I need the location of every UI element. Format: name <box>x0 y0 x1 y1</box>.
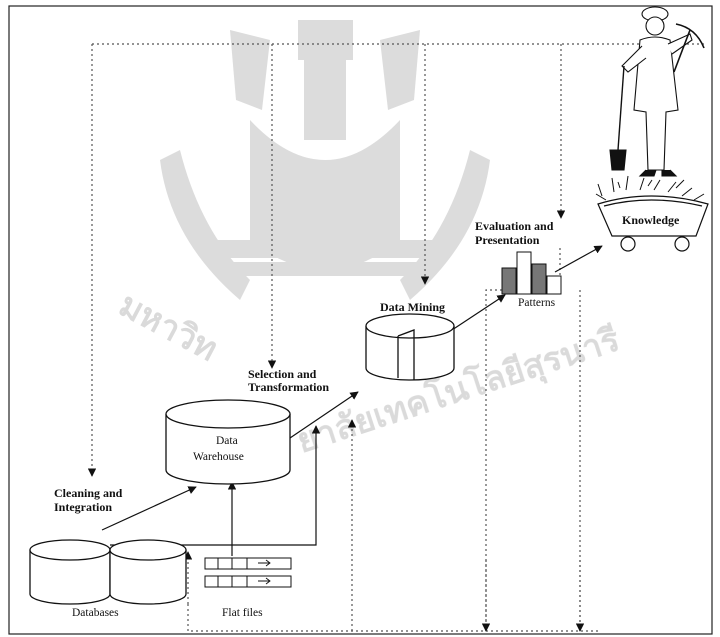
cleaning-label-line1: Cleaning and <box>54 486 123 500</box>
warehouse-label-line2: Warehouse <box>193 451 244 463</box>
knowledge-label: Knowledge <box>622 213 680 227</box>
evaluation-label-line2: Presentation <box>475 233 540 247</box>
patterns-icon <box>501 251 562 295</box>
watermark-text-right: ยาลัยเทคโนโลยีสุรนารี <box>292 318 626 462</box>
watermark-text-left: มหาวิท <box>112 285 224 370</box>
warehouse-label-line1: Data <box>216 435 238 447</box>
watermark-seal: มหาวิท ยาลัยเทคโนโลยีสุรนารี <box>112 20 626 463</box>
flat-files-icon <box>204 557 292 588</box>
selection-label-line2: Transformation <box>248 380 329 394</box>
patterns-label: Patterns <box>518 297 556 309</box>
data-mining-icon <box>365 313 455 381</box>
data-mining-label: Data Mining <box>380 300 445 314</box>
flow-arrows <box>101 245 603 556</box>
databases-icon <box>29 539 187 605</box>
diagram-frame <box>8 5 713 635</box>
cleaning-label-line2: Integration <box>54 500 112 514</box>
dotted-feedback-lines <box>87 43 705 632</box>
flat-files-label: Flat files <box>222 607 263 619</box>
selection-label-line1: Selection and <box>248 367 317 381</box>
databases-label: Databases <box>72 607 119 619</box>
evaluation-label-line1: Evaluation and <box>475 219 554 233</box>
miner-figure-icon <box>609 6 705 177</box>
data-warehouse-icon <box>165 399 291 485</box>
knowledge-cart-icon <box>595 175 709 252</box>
